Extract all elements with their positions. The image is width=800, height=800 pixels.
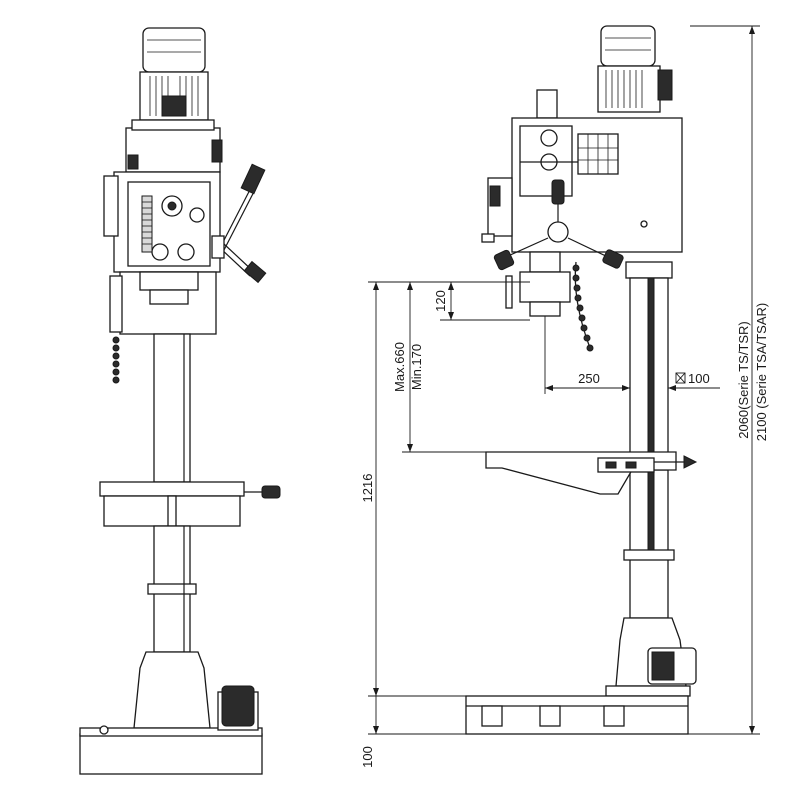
dim-column-diameter: 100 [688,371,710,386]
side-table [485,451,698,495]
front-motor [139,27,209,121]
dim-min-stroke: Min.170 [409,344,424,390]
side-base [465,695,689,735]
dim-100-base: 100 [360,746,375,768]
dim-height-tsa: 2100 (Serie TSA/TSAR) [754,303,769,441]
square-section-icon [675,372,686,384]
dim-1216: 1216 [360,474,375,503]
dimension-lines [368,25,760,735]
dim-height-ts: 2060(Serie TS/TSR) [736,321,751,439]
side-view [465,25,698,735]
front-gear-head [103,119,223,273]
dim-max-stroke: Max.660 [392,342,407,392]
side-pedestal [605,617,697,697]
side-spindle [505,251,594,352]
front-view [79,27,281,775]
side-motor [536,25,673,119]
dim-120: 120 [433,290,448,312]
front-feed-lever [211,163,267,284]
side-column [623,261,675,619]
front-base [79,651,263,775]
side-gear-head [481,117,683,253]
dim-250: 250 [578,371,600,386]
side-capstan-handle [493,179,624,271]
front-spindle-housing [109,271,217,384]
front-column [153,333,191,483]
front-table [99,481,281,527]
